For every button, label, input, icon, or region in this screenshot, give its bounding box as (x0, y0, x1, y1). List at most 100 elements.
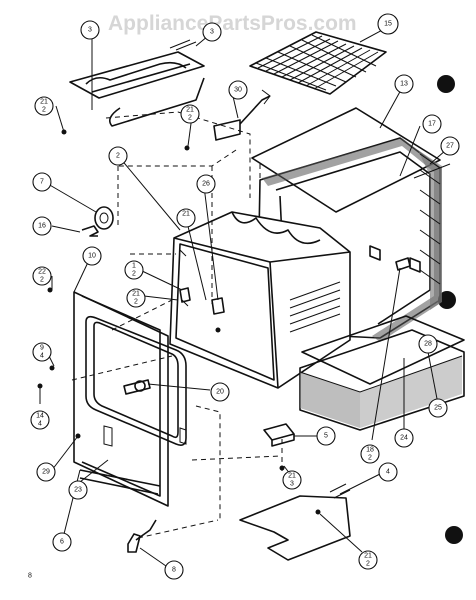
callout-circle-7 (32, 172, 52, 192)
part-24-bottom-pan (299, 329, 465, 431)
part-20-door-latch (123, 379, 151, 395)
callout-label-13: 13 (400, 81, 408, 88)
part-27-insulation-blanket (418, 150, 442, 310)
callout-label-21-f: 21 (364, 553, 372, 560)
callout-circle-21-a (34, 96, 54, 116)
callout-circle-13 (394, 74, 414, 94)
callout-circle-30 (228, 80, 248, 100)
callout-label-29: 29 (42, 469, 50, 476)
callout-label-18: 18 (366, 447, 374, 454)
callout-circle-24 (394, 428, 414, 448)
callout-circle-16 (32, 216, 52, 236)
callout-label-21-b: 21 (186, 107, 194, 114)
part-16-clip (81, 225, 99, 237)
callout-circle-17 (422, 114, 442, 134)
screw-22 (47, 287, 53, 293)
callout-label-21-f2: 2 (366, 561, 370, 568)
callout-label-28: 28 (424, 341, 432, 348)
callout-label-21-e: 21 (288, 473, 296, 480)
callout-label-21-b2: 2 (188, 115, 192, 122)
callout-label-2: 2 (116, 153, 120, 160)
callout-label-7: 7 (40, 179, 44, 186)
watermark-text: AppliancePartsPros.com (108, 12, 357, 35)
callout-label-22: 22 (38, 269, 46, 276)
callout-circle-21-f (358, 550, 378, 570)
registration-dot-bottom (445, 526, 463, 544)
callout-label-21-d2: 2 (134, 299, 138, 306)
callout-label-24: 24 (400, 435, 408, 442)
page-number: 8 (28, 573, 32, 580)
callout-circle-4 (378, 462, 398, 482)
part-8-hinge (127, 519, 157, 553)
callout-label-22b: 2 (40, 277, 44, 284)
part-25-bottom-insulation (301, 315, 465, 385)
callout-label-14: 14 (36, 413, 44, 420)
callout-label-21-c: 21 (182, 211, 190, 218)
callout-label-6: 6 (60, 539, 64, 546)
callout-circle-1 (124, 260, 144, 280)
callout-label-27: 27 (446, 143, 454, 150)
callout-label-21-a: 21 (40, 99, 48, 106)
screw-9 (49, 365, 55, 371)
callout-label-15: 15 (384, 21, 392, 28)
callout-circle-21-c (176, 208, 196, 228)
callout-label-20: 20 (216, 389, 224, 396)
part-4-bottom-element (239, 483, 351, 561)
part-3-heating-element (69, 39, 205, 127)
callout-label-21-e2: 3 (290, 481, 294, 488)
callout-circle-22 (32, 266, 52, 286)
callout-label-5: 5 (324, 433, 328, 440)
part-26-bracket (211, 297, 225, 315)
part-13-top-sheet (251, 107, 441, 213)
callout-circle-27 (440, 136, 460, 156)
callout-label-10: 10 (88, 253, 96, 260)
screw-14 (37, 383, 43, 389)
callout-circle-5 (316, 426, 336, 446)
callout-circle-21-d (126, 288, 146, 308)
callout-circle-6 (52, 532, 72, 552)
callout-label-18b: 2 (368, 455, 372, 462)
callout-label-9b: 4 (40, 353, 44, 360)
callout-circle-10 (82, 246, 102, 266)
part-2-oven-cavity (169, 211, 351, 389)
screw-21-bottom (315, 509, 321, 515)
callout-circle-25 (428, 398, 448, 418)
callout-label-23: 23 (74, 487, 82, 494)
callout-circle-23 (68, 480, 88, 500)
callout-label-21-a2: 2 (42, 107, 46, 114)
screw-21-lower (279, 465, 285, 471)
callout-label-4: 4 (386, 469, 390, 476)
callout-circle-9 (32, 342, 52, 362)
callout-label-25: 25 (434, 405, 442, 412)
callout-circle-3-top (80, 20, 100, 40)
callout-circle-3 (202, 22, 222, 42)
callout-label-8: 8 (172, 567, 176, 574)
registration-dot-top (437, 75, 455, 93)
screw-21-middle (184, 145, 190, 151)
part-7-knob (94, 206, 114, 230)
callout-label-9: 9 (40, 345, 44, 352)
callout-circle-2 (108, 146, 128, 166)
screw-26 (215, 327, 221, 333)
callout-circle-26 (196, 174, 216, 194)
part-10-oven-door (73, 291, 187, 507)
callout-circle-21-b (180, 104, 200, 124)
part-30-bracket (213, 89, 271, 141)
part-23-rod (79, 469, 161, 487)
part-1-hinge-bracket (179, 287, 191, 303)
part-5-switch (263, 423, 295, 447)
callout-label-1: 1 (132, 263, 136, 270)
callout-circle-8 (164, 560, 184, 580)
callout-circle-14 (30, 410, 50, 430)
callout-circle-28 (418, 334, 438, 354)
callout-label-30: 30 (234, 87, 242, 94)
registration-dot-middle (438, 291, 456, 309)
callout-circle-18 (360, 444, 380, 464)
callout-circle-20 (210, 382, 230, 402)
callout-circle-15 (377, 13, 399, 35)
callout-label-16: 16 (38, 223, 46, 230)
callout-label-26: 26 (202, 181, 210, 188)
